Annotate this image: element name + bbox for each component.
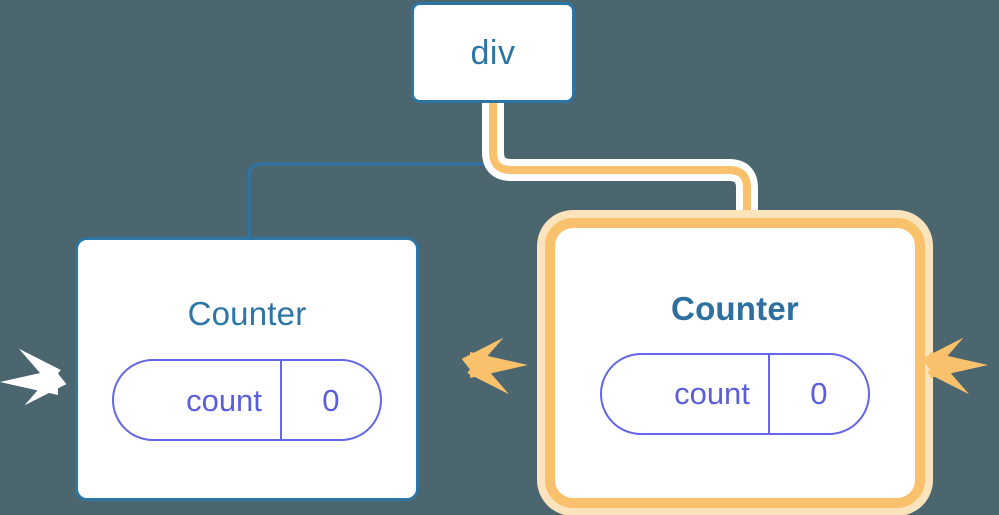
burst-ray-icon (470, 352, 528, 378)
state-value: 0 (767, 354, 868, 433)
state-key: count (674, 376, 750, 411)
burst-ray-icon (930, 352, 988, 378)
node-counter-right-label: Counter (671, 289, 799, 327)
node-counter-right[interactable]: Counter count 0 (545, 218, 925, 508)
state-key: count (186, 382, 262, 418)
node-div[interactable]: div (411, 2, 575, 103)
state-pill-counter-right[interactable]: count 0 (600, 352, 870, 435)
node-counter-left[interactable]: Counter count 0 (75, 237, 419, 501)
node-div-label: div (470, 33, 516, 72)
state-pill-counter-left[interactable]: count 0 (112, 359, 382, 441)
edge-div-to-counter-right (489, 99, 751, 232)
edge-div-to-counter-right-outline (482, 92, 758, 239)
node-counter-right-surface: Counter count 0 (559, 232, 911, 494)
edge-div-to-counter-left (247, 101, 495, 239)
state-value: 0 (279, 361, 380, 439)
node-counter-left-label: Counter (187, 295, 307, 332)
